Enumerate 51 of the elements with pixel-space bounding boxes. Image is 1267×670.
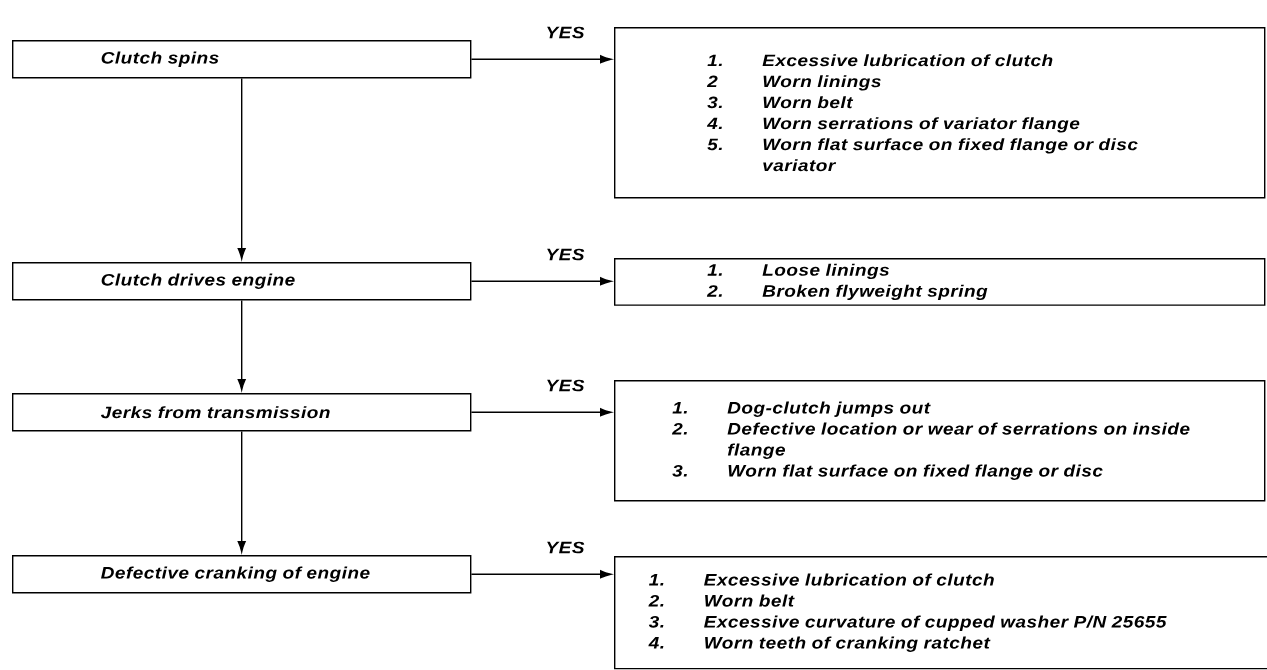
list-number: 3. [707,96,722,109]
list-number: 1. [707,54,722,67]
list-item: Worn teeth of cranking ratchet [705,636,991,652]
list-number: 2. [706,285,722,297]
arrow [470,277,612,286]
list-item: Worn belt [705,594,795,607]
condition-label: Clutch drives engine [101,273,295,289]
list-number: 1. [649,574,664,586]
cause-box [614,27,1266,199]
condition-box [12,393,472,432]
list-number: 2 [706,75,718,88]
condition-label: Defective cranking of engine [101,566,370,582]
condition-box [12,40,472,79]
arrow [237,299,246,391]
list-item: Excessive curvature of cupped washer P/N 25655 [704,615,1167,631]
list-number: 2. [671,422,687,435]
list-number: 3. [672,464,687,477]
list-item: Worn linings [763,75,881,91]
condition-label: Clutch spins [101,51,219,67]
edge-label: YES [547,248,585,261]
cause-box [614,556,1267,670]
list-item: Worn flat surface on fixed flange or disc variator [763,138,1138,172]
list-number: 3. [648,615,664,628]
list-item: Worn serrations of variator flange [763,117,1080,133]
list-item: Broken flyweight spring [762,284,988,301]
list-item: Excessive lubrication of clutch [762,54,1053,67]
list-number: 4. [648,637,664,649]
condition-box [12,555,472,594]
list-item: Dog-clutch jumps out [727,401,931,417]
list-item: Worn belt [763,96,854,109]
list-item: Excessive lubrication of clutch [704,573,994,586]
list-number: 2. [648,594,664,607]
cause-box [614,258,1266,306]
arrow [237,430,246,553]
list-number: 4. [706,117,722,130]
list-item: Loose linings [762,263,890,280]
arrow [470,55,612,64]
arrow [470,570,612,579]
edge-label: YES [547,379,585,392]
condition-label: Jerks from transmission [100,406,330,419]
list-number: 5. [707,138,722,151]
list-item: Worn flat surface on fixed flange or disc [728,464,1103,480]
list-number: 1. [672,402,687,414]
cause-box [614,380,1266,502]
edge-label: YES [547,26,585,39]
edge-label: YES [547,541,585,554]
list-item: Defective location or wear of serrations on inside flange [727,422,1190,459]
condition-box [12,262,472,301]
arrow [237,77,246,260]
arrow [470,408,612,417]
list-number: 1. [707,264,722,276]
